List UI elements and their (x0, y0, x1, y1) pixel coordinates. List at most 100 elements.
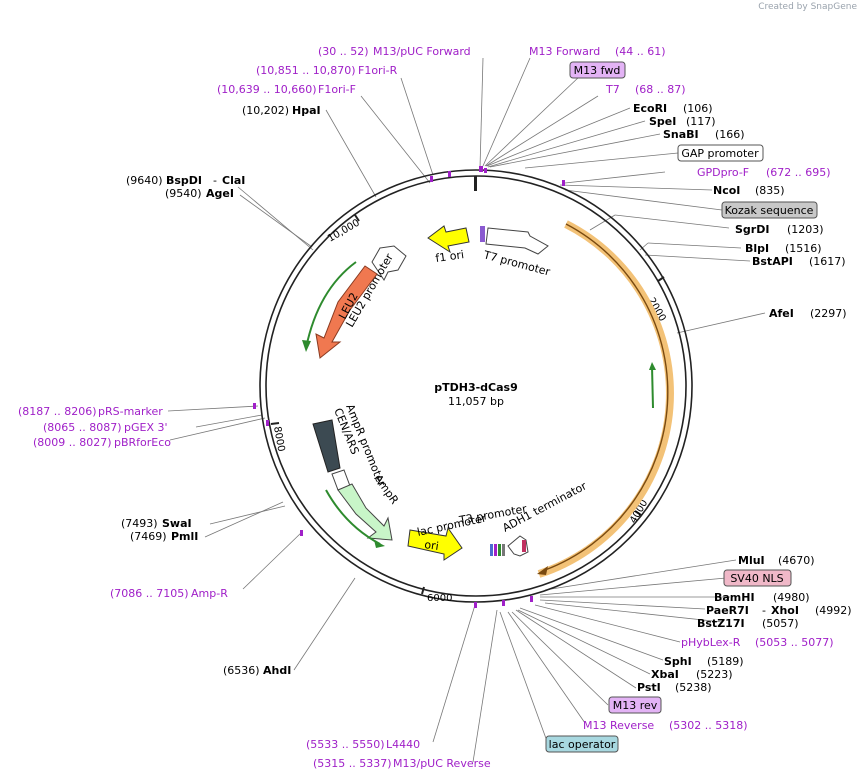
site-bamhi-pos: (4980) (773, 591, 810, 604)
site-ahdi: AhdI (263, 664, 291, 677)
site-ncoi: NcoI (713, 184, 740, 197)
ampr-arrow (337, 483, 393, 541)
ori-label: ori (424, 538, 440, 553)
green-arrowhead-left (302, 340, 311, 352)
tick-label-10000: 10,000 (326, 218, 362, 245)
m13-fwd-box (569, 61, 626, 79)
pbrforeco-name: pBRforEco (114, 436, 171, 449)
site-sgrdi: SgrDI (735, 223, 769, 236)
site-spei: SpeI (649, 115, 676, 128)
f1-ori-arrow (427, 225, 470, 254)
tick-label-8000: 8000 (271, 426, 286, 453)
site-agei: AgeI (206, 187, 234, 200)
site-ncoi-pos: (835) (755, 184, 785, 197)
f1ori-f-pos: (10,639 .. 10,660) (217, 83, 317, 96)
green-arrowhead-bottom-left (374, 540, 385, 548)
green-arrowhead-right (649, 362, 656, 370)
site-sphi-pos: (5189) (707, 655, 744, 668)
scale-ticks (270, 214, 665, 595)
site-hpai-pos: (10,202) (242, 104, 289, 117)
site-mlui-pos: (4670) (778, 554, 815, 567)
prs-marker-pos: (8187 .. 8206) (18, 405, 97, 418)
green-arrow-left (305, 261, 357, 349)
f1-ori-label: f1 ori (435, 248, 465, 265)
plasmid-name: pTDH3-dCas9 (434, 381, 518, 394)
m13-forward-pos: (44 .. 61) (615, 45, 666, 58)
lac-operator-box (545, 735, 619, 753)
site-clai: ClaI (222, 174, 245, 187)
m13-rev-box-label: M13 rev (613, 699, 658, 712)
gpdpro-f-name: GPDpro-F (697, 166, 749, 179)
amp-r-pos: (7086 .. 7105) (110, 587, 189, 600)
site-mlui: MluI (738, 554, 765, 567)
origin-tick (474, 176, 477, 191)
site-pmli: PmlI (171, 530, 198, 543)
site-xbai-pos: (5223) (696, 668, 733, 681)
cen-ars-block (312, 419, 341, 473)
pgex3-pos: (8065 .. 8087) (43, 421, 122, 434)
site-dash-xhoi: - (762, 604, 766, 617)
sv40-nls-box (723, 569, 792, 587)
snapgene-credit: Created by SnapGene (758, 2, 857, 12)
plasmid-size: 11,057 bp (448, 395, 504, 408)
ampr-label: AmpR (372, 472, 402, 507)
m13-puc-rev-name: M13/pUC Reverse (393, 757, 491, 770)
m13-rev-box (608, 696, 662, 714)
leader-lines (167, 57, 766, 763)
site-snabi: SnaBI (663, 128, 699, 141)
m13-puc-fwd-name: M13/pUC Forward (373, 45, 471, 58)
m13-reverse-name: M13 Reverse (583, 719, 654, 732)
site-sgrdi-pos: (1203) (787, 223, 824, 236)
site-dash-clai: - (213, 174, 217, 187)
l4440-pos: (5533 .. 5550) (306, 738, 385, 751)
kozak-box-label: Kozak sequence (725, 204, 814, 217)
site-hpai: HpaI (292, 104, 321, 117)
t7-primer-pos: (68 .. 87) (635, 83, 686, 96)
sv40-nls-box-label: SV40 NLS (730, 572, 783, 585)
ori-arrow (407, 526, 463, 561)
phyblex-r-pos: (5053 .. 5077) (755, 636, 834, 649)
site-bstz17i-pos: (5057) (762, 617, 799, 630)
cas9-band (537, 220, 674, 578)
site-blpi-pos: (1516) (785, 242, 822, 255)
snapgene-logo: SnapGene (810, 2, 857, 12)
gap-promoter-box-label: GAP promoter (681, 147, 759, 160)
site-agei-pos: (9540) (165, 187, 202, 200)
site-ecori-pos: (106) (683, 102, 713, 115)
site-psti: PstI (637, 681, 661, 694)
leu2-promoter-arrow (371, 245, 407, 281)
t7-promoter-label: T7 promoter (481, 248, 552, 279)
gap-promoter-box (677, 144, 764, 162)
site-swai: SwaI (162, 517, 192, 530)
site-bstapi: BstAPI (752, 255, 793, 268)
m13-puc-rev-pos: (5315 .. 5337) (313, 757, 392, 770)
site-bspdi: BspDI (166, 174, 202, 187)
leu2-arrow (315, 265, 378, 359)
adh1-mark (522, 540, 526, 552)
site-xhoi: XhoI (771, 604, 799, 617)
f1ori-r-pos: (10,851 .. 10,870) (256, 64, 356, 77)
amp-r-name: Amp-R (191, 587, 228, 600)
site-ahdi-pos: (6536) (223, 664, 260, 677)
m13-reverse-pos: (5302 .. 5318) (669, 719, 748, 732)
site-sphi: SphI (664, 655, 692, 668)
site-bstapi-pos: (1617) (809, 255, 846, 268)
m13-puc-fwd-pos: (30 .. 52) (318, 45, 369, 58)
kozak-box (721, 201, 818, 219)
t7-primer-name: T7 (605, 83, 620, 96)
t7-promoter-arrow (485, 227, 549, 255)
m13-fwd-box-label: M13 fwd (574, 64, 621, 77)
green-arrow-bottom-left (325, 489, 381, 545)
primer-marks (253, 166, 565, 608)
site-spei-pos: (117) (686, 115, 716, 128)
pbrforeco-pos: (8009 .. 8027) (33, 436, 112, 449)
site-snabi-pos: (166) (715, 128, 745, 141)
site-afei-pos: (2297) (810, 307, 847, 320)
site-paer7i: PaeR7I (706, 604, 749, 617)
credit-prefix: Created by (758, 2, 808, 12)
site-xbai: XbaI (651, 668, 679, 681)
site-pmli-pos: (7469) (130, 530, 167, 543)
gpdpro-f-pos: (672 .. 695) (766, 166, 831, 179)
cas9-arrow-line (544, 223, 669, 571)
